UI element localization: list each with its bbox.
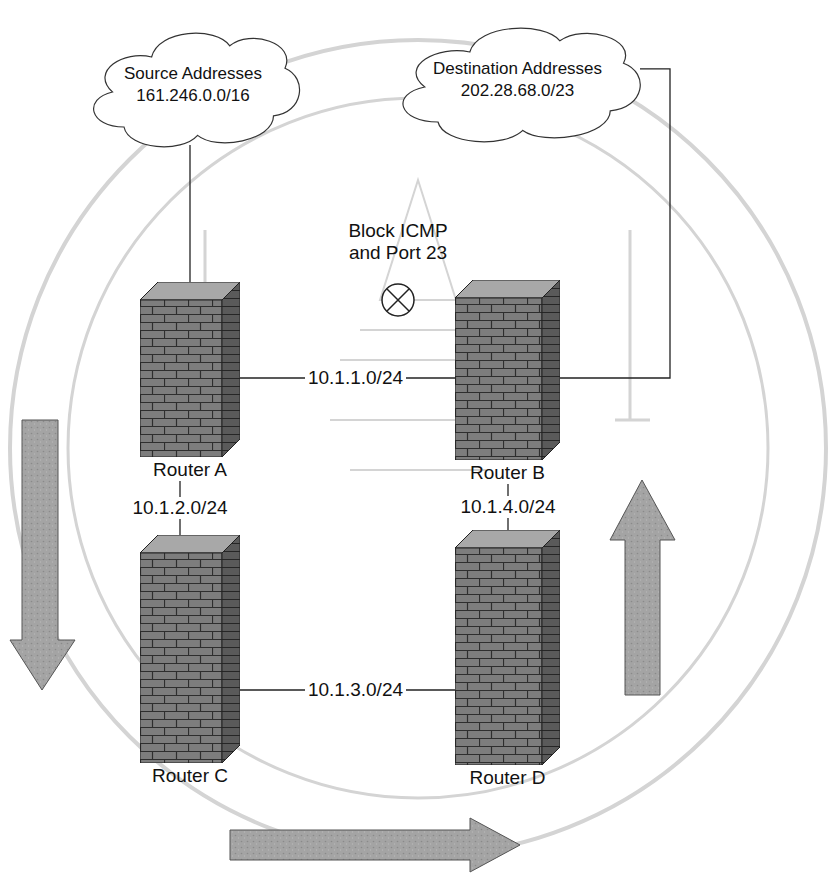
- flow-arrow: [10, 420, 675, 872]
- cloud-shape: [78, 15, 308, 155]
- router-label: Router D: [455, 765, 560, 789]
- subnet-label: 10.1.1.0/24: [305, 367, 406, 389]
- router-label: Router C: [140, 763, 240, 787]
- router-firewall: Router C: [140, 535, 240, 787]
- router-firewall: Router B: [455, 280, 560, 484]
- firewall-icon: [455, 530, 560, 765]
- block-symbol: [382, 284, 414, 316]
- cloud-title: Source Addresses: [124, 63, 262, 85]
- subnet-label: 10.1.4.0/24: [457, 496, 558, 518]
- address-cloud: Source Addresses161.246.0.0/16: [78, 15, 308, 155]
- firewall-icon: [140, 535, 240, 763]
- seal-watermark: [10, 40, 826, 856]
- router-label: Router A: [140, 457, 240, 481]
- firewall-icon: [140, 282, 240, 457]
- subnet-label: 10.1.3.0/24: [305, 679, 406, 701]
- cloud-title: Destination Addresses: [433, 58, 602, 80]
- cloud-text: Destination Addresses202.28.68.0/23: [385, 10, 650, 150]
- block-note: Block ICMP and Port 23: [336, 220, 460, 264]
- address-cloud: Destination Addresses202.28.68.0/23: [385, 10, 650, 150]
- cloud-text: Source Addresses161.246.0.0/16: [78, 15, 308, 155]
- router-firewall: Router D: [455, 530, 560, 789]
- network-link: [189, 145, 190, 282]
- address-range: 161.246.0.0/16: [136, 85, 249, 107]
- router-firewall: Router A: [140, 282, 240, 481]
- router-label: Router B: [455, 460, 560, 484]
- subnet-label: 10.1.2.0/24: [129, 497, 230, 519]
- address-range: 202.28.68.0/23: [461, 80, 574, 102]
- firewall-icon: [455, 280, 560, 460]
- cloud-shape: [385, 10, 650, 150]
